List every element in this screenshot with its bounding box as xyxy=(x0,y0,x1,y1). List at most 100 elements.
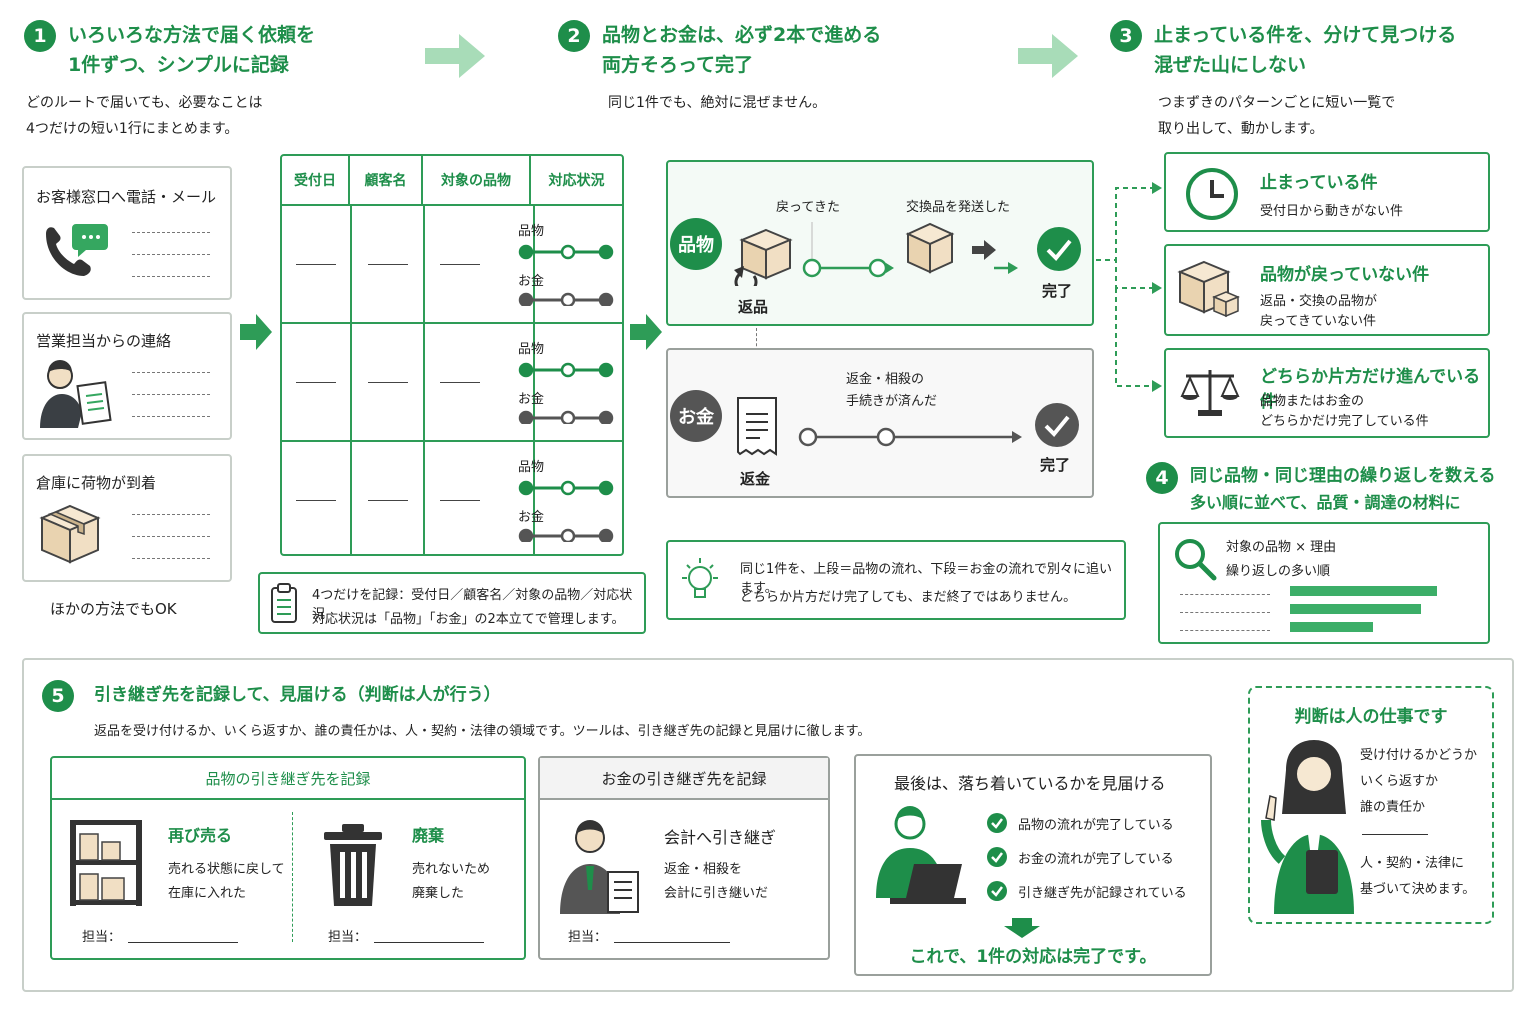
table-cell-empty xyxy=(440,382,480,383)
lightbulb-icon xyxy=(682,558,718,598)
goods-done-label: 完了 xyxy=(1042,282,1073,300)
goods-step2-label: 交換品を発送した xyxy=(906,200,1011,215)
check-item-label: お金の流れが完了している xyxy=(1018,851,1174,867)
owner-label: 担当： xyxy=(328,930,368,945)
table-header-cell: 対象の品物 xyxy=(423,156,531,204)
status-goods-label: 品物 xyxy=(518,460,545,475)
channel-label: お客様窓口へ電話・メール xyxy=(36,188,217,206)
status-tracks xyxy=(518,244,614,306)
flow-note-line2: どちらか片方だけ完了しても、まだ終了ではありません。 xyxy=(740,590,1077,605)
step2-title-line2: 両方そろって完了 xyxy=(602,54,754,76)
table-cell-empty xyxy=(440,264,480,265)
step1-subtitle: どのルートで届いても、必要なことは 4つだけの短い1行にまとめます。 xyxy=(26,90,262,142)
return-box-icon xyxy=(734,228,793,286)
table-row: 品物お金 xyxy=(282,442,622,558)
step5-subtitle: 返品を受け付けるか、いくら返すか、誰の責任かは、人・契約・法律の領域です。ツール… xyxy=(94,724,871,739)
money-start-label: 返金 xyxy=(740,470,771,488)
status-node xyxy=(560,362,576,378)
table-note-line2: 対応状況は「品物」「お金」の2本立てで管理します。 xyxy=(312,612,625,627)
table-note-line1: 4つだけを記録：受付日／顧客名／対象の品物／対応状況 xyxy=(312,588,633,622)
list-title: どちらか片方だけ進んでいる件 xyxy=(1260,367,1481,412)
money-done-label: 完了 xyxy=(1040,456,1071,474)
status-goods-label: 品物 xyxy=(518,224,545,239)
status-node xyxy=(518,292,534,306)
status-node xyxy=(598,244,614,260)
human-answer: 人・契約・法律に xyxy=(1360,856,1465,871)
step4-title-line2: 多い順に並べて、品質・調達の材料に xyxy=(1190,493,1461,512)
goods-tag: 品物 xyxy=(670,218,722,270)
status-node xyxy=(518,244,534,260)
dispose-desc: 廃棄した xyxy=(412,886,465,901)
final-check-title: 最後は、落ち着いているかを見届ける xyxy=(894,774,1166,793)
dispose-desc: 売れないため xyxy=(412,862,491,877)
step3-number: 3 xyxy=(1110,20,1142,52)
list-card-one-side: どちらか片方だけ進んでいる件 品物またはお金の どちらかだけ完了している件 xyxy=(1164,348,1490,438)
goods-handoff-title: 品物の引き継ぎ先を記録 xyxy=(52,758,524,800)
human-question: 誰の責任か xyxy=(1360,800,1426,815)
arrow-down-icon xyxy=(1004,918,1040,938)
check-circle-icon xyxy=(987,847,1007,867)
check-item: 引き継ぎ先が記録されている xyxy=(986,880,1187,902)
goods-node-returned xyxy=(802,258,822,278)
goods-start-label: 返品 xyxy=(738,298,769,316)
list-desc: 受付日から動きがない件 xyxy=(1260,204,1404,219)
repeat-count-card: 対象の品物 × 理由 繰り返しの多い順 xyxy=(1158,522,1490,644)
status-node xyxy=(560,528,576,542)
human-question: いくら返すか xyxy=(1360,774,1439,789)
money-handoff-title: お金の引き継ぎ先を記録 xyxy=(540,758,828,800)
shelf-icon xyxy=(70,820,142,906)
status-node xyxy=(560,244,576,260)
clock-icon xyxy=(1186,168,1238,220)
repeat-card-line2: 繰り返しの多い順 xyxy=(1226,564,1331,579)
table-cell-empty xyxy=(440,500,480,501)
step4-title-line1: 同じ品物・同じ理由の繰り返しを数える xyxy=(1190,466,1496,486)
money-flow-line xyxy=(798,427,1022,447)
table-cell-empty xyxy=(296,264,336,265)
boxes-icon xyxy=(1177,260,1240,318)
list-card-stalled: 止まっている件 受付日から動きがない件 xyxy=(1164,152,1490,232)
list-title: 止まっている件 xyxy=(1260,173,1378,193)
step5-title: 引き継ぎ先を記録して、見届ける（判断は人が行う） xyxy=(94,685,501,705)
status-node xyxy=(598,528,614,542)
goods-flow-box: 品物 返品 戻ってきた 交換品を発送した 完了 xyxy=(666,160,1094,326)
receipt-icon xyxy=(737,397,777,456)
owner-label: 担当： xyxy=(568,930,608,945)
step1-sub-line2: 4つだけの短い1行にまとめます。 xyxy=(26,121,239,137)
goods-step1-label: 戻ってきた xyxy=(776,200,840,215)
list-desc: 返品・交換の品物が xyxy=(1260,294,1378,309)
accounting-desc: 会計に引き継いだ xyxy=(664,886,769,901)
channels-other-label: ほかの方法でもOK xyxy=(50,600,177,618)
clipboard-icon xyxy=(271,583,297,623)
channel-card-phone: お客様窓口へ電話・メール xyxy=(22,166,232,300)
check-circle-icon xyxy=(987,813,1007,833)
arrow-right-icon xyxy=(1018,34,1078,78)
check-circle-icon xyxy=(987,881,1007,901)
table-cell-empty xyxy=(368,500,408,501)
status-node xyxy=(598,480,614,496)
sales-person-icon xyxy=(40,360,112,428)
status-money-label: お金 xyxy=(518,274,545,289)
repeat-bar xyxy=(1290,586,1437,596)
table-note: 4つだけを記録：受付日／顧客名／対象の品物／対応状況 対応状況は「品物」「お金」… xyxy=(258,572,646,634)
step1-sub-line1: どのルートで届いても、必要なことは xyxy=(26,95,263,111)
accountant-icon xyxy=(560,820,639,914)
status-goods-label: 品物 xyxy=(518,342,545,357)
check-item-label: 品物の流れが完了している xyxy=(1018,817,1174,833)
human-question: 受け付けるかどうか xyxy=(1360,748,1478,763)
arrow-right-icon xyxy=(240,314,272,350)
step1-header: 1 いろいろな方法で届く依頼を 1件ずつ、シンプルに記録 xyxy=(24,20,315,80)
money-node-start xyxy=(798,427,818,447)
table-row: 品物お金 xyxy=(282,324,622,440)
table-header-cell: 対応状況 xyxy=(548,173,605,189)
step3-title-line2: 混ぜた山にしない xyxy=(1154,54,1307,76)
table-row: 品物お金 xyxy=(282,206,622,322)
step5-panel: 5 引き継ぎ先を記録して、見届ける（判断は人が行う） 返品を受け付けるか、いくら… xyxy=(22,658,1514,992)
check-item-label: 引き継ぎ先が記録されている xyxy=(1018,885,1187,901)
step3-sub-line1: つまずきのパターンごとに短い一覧で xyxy=(1158,95,1396,111)
status-node xyxy=(518,410,534,424)
phone-chat-icon xyxy=(46,224,108,276)
list-desc: 戻ってきていない件 xyxy=(1260,314,1376,329)
flow-note-line1: 同じ1件を、上段＝品物の流れ、下段＝お金の流れで別々に追います。 xyxy=(740,562,1113,596)
step3-sub-line2: 取り出して、動かします。 xyxy=(1158,121,1324,137)
table-cell-empty xyxy=(368,264,408,265)
